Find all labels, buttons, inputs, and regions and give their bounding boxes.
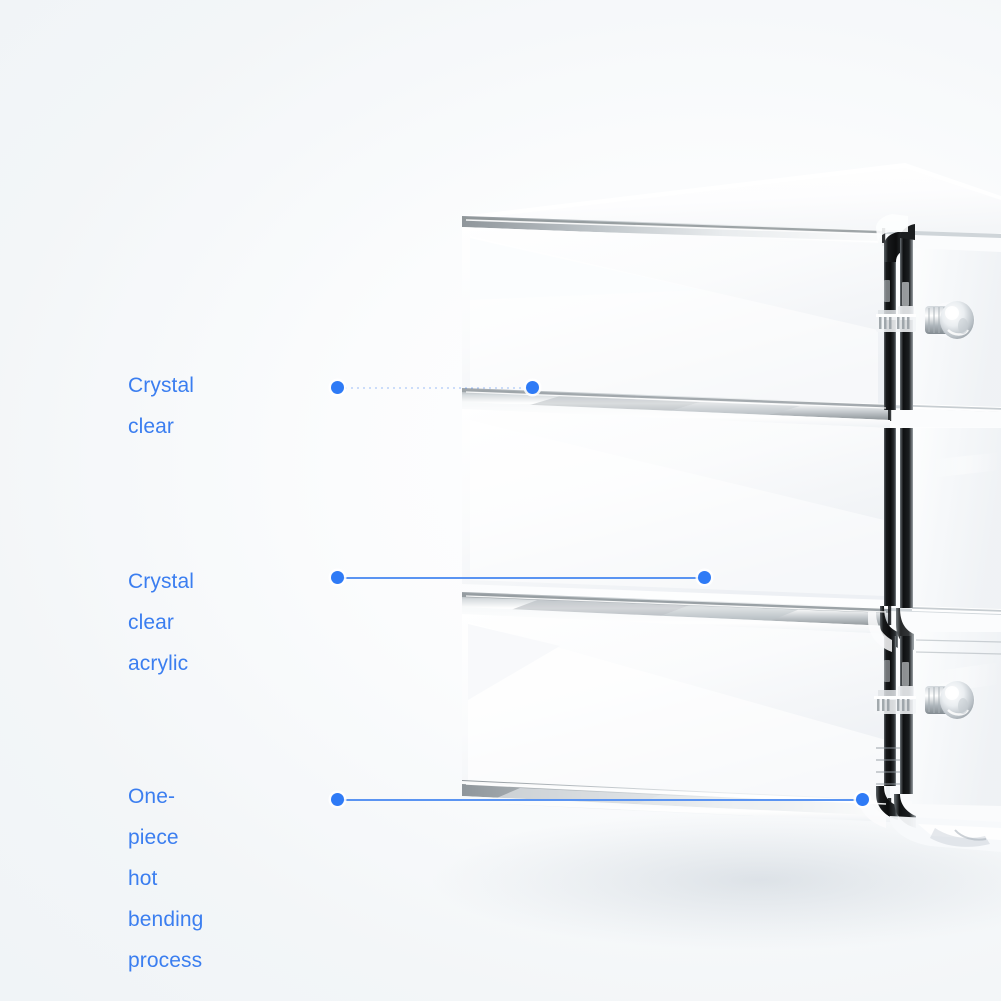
drawer-knob-lower — [925, 681, 975, 719]
leader-line-crystal-clear — [331, 381, 539, 395]
product-shadow — [430, 810, 1001, 950]
upper-compartment — [462, 227, 884, 418]
lower-compartment — [462, 614, 890, 806]
hinge-bracket-upper — [876, 306, 916, 332]
leader-dotted-stroke — [337, 387, 533, 389]
leader-dot-start — [331, 793, 344, 806]
panel-ribs-top — [915, 639, 1001, 655]
base-reflection — [890, 816, 1001, 852]
leader-solid-stroke — [337, 799, 863, 801]
panel-seam — [888, 606, 892, 625]
middle-compartment — [462, 409, 890, 600]
leader-dot-end — [526, 381, 539, 394]
leader-dot-end — [698, 571, 711, 584]
leader-dot-end — [856, 793, 869, 806]
hinge-bracket-lower — [874, 686, 916, 714]
callout-label-one-piece-hot-bending-process: One-piece hot bending process — [128, 785, 204, 972]
leader-line-crystal-clear-acrylic — [331, 571, 711, 585]
drawer-knob-upper — [925, 301, 975, 339]
callout-label-crystal-clear: Crystal clear — [128, 374, 195, 438]
panel-seam — [882, 228, 886, 246]
callout-label-crystal-clear-acrylic: Crystal clear acrylic — [128, 570, 195, 675]
leader-solid-stroke — [337, 577, 705, 579]
panel-seam — [888, 403, 892, 421]
panel-ribs — [876, 747, 900, 785]
leader-dot-start — [331, 381, 344, 394]
shelf-highlights — [465, 219, 887, 805]
edge-tabs — [884, 280, 909, 686]
leader-line-one-piece-hot-bending-process — [331, 793, 869, 807]
leader-dot-start — [331, 571, 344, 584]
